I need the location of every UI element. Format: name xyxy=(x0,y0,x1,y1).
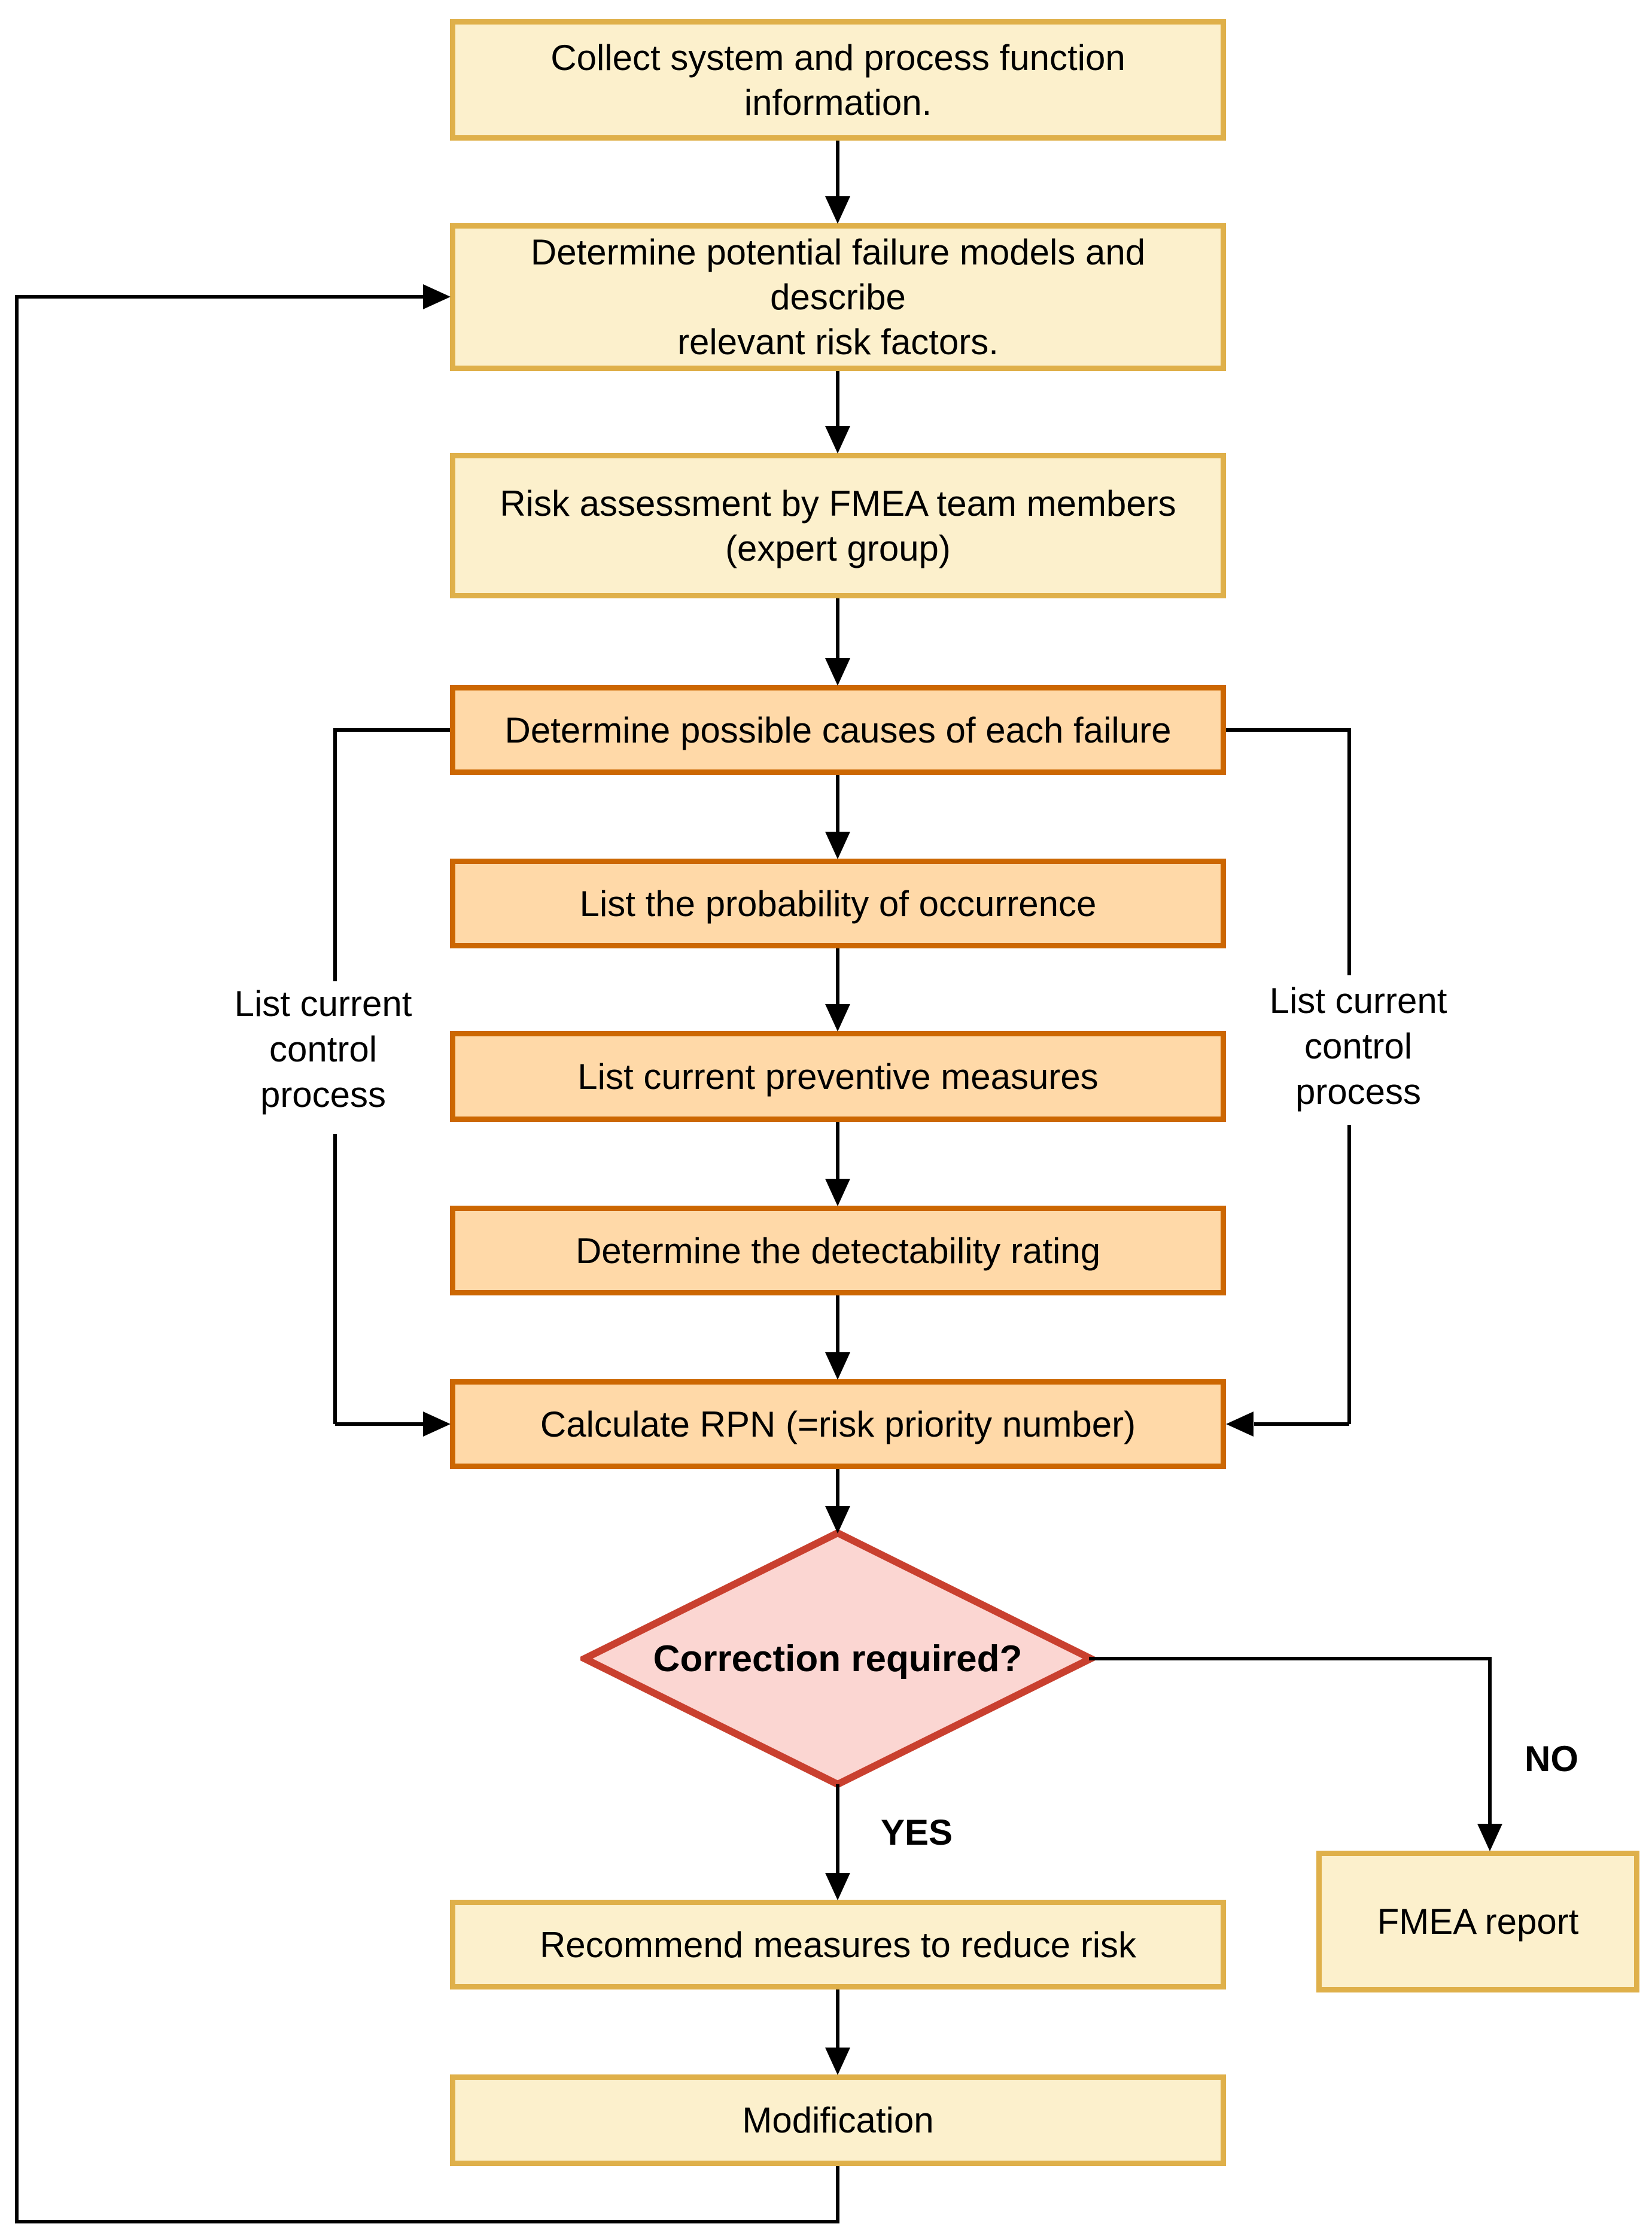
label-yes: YES xyxy=(881,1812,953,1852)
decision-correction-required: Correction required? xyxy=(580,1529,1095,1788)
node-detectability-rating: Determine the detectability rating xyxy=(450,1206,1226,1295)
node-detectability-rating-label: Determine the detectability rating xyxy=(575,1230,1101,1271)
node-fmea-report-label: FMEA report xyxy=(1377,1902,1579,1942)
node-preventive-measures: List current preventive measures xyxy=(450,1031,1226,1122)
node-modification: Modification xyxy=(450,2074,1226,2166)
node-preventive-measures-label: List current preventive measures xyxy=(577,1056,1099,1097)
decision-correction-required-label: Correction required? xyxy=(653,1638,1023,1680)
node-collect-info: Collect system and process function info… xyxy=(450,19,1226,141)
node-collect-info-label: Collect system and process function info… xyxy=(550,37,1125,123)
node-fmea-report: FMEA report xyxy=(1316,1851,1639,1992)
node-determine-failure-modes: Determine potential failure models and d… xyxy=(450,223,1226,371)
node-risk-assessment-label: Risk assessment by FMEA team members (ex… xyxy=(500,483,1176,568)
label-no: NO xyxy=(1525,1739,1578,1779)
node-recommend-measures: Recommend measures to reduce risk xyxy=(450,1900,1226,1989)
node-modification-label: Modification xyxy=(742,2100,934,2140)
node-calculate-rpn: Calculate RPN (=risk priority number) xyxy=(450,1379,1226,1469)
node-risk-assessment: Risk assessment by FMEA team members (ex… xyxy=(450,453,1226,598)
node-calculate-rpn-label: Calculate RPN (=risk priority number) xyxy=(540,1404,1136,1444)
label-left-control-process: List current control process xyxy=(221,981,425,1118)
node-probability-occurrence-label: List the probability of occurrence xyxy=(579,883,1097,924)
node-determine-causes-label: Determine possible causes of each failur… xyxy=(504,710,1172,750)
node-recommend-measures-label: Recommend measures to reduce risk xyxy=(539,1924,1137,1965)
node-determine-failure-modes-label: Determine potential failure models and d… xyxy=(530,232,1146,362)
label-right-control-process: List current control process xyxy=(1257,978,1460,1115)
node-probability-occurrence: List the probability of occurrence xyxy=(450,859,1226,948)
node-determine-causes: Determine possible causes of each failur… xyxy=(450,685,1226,775)
